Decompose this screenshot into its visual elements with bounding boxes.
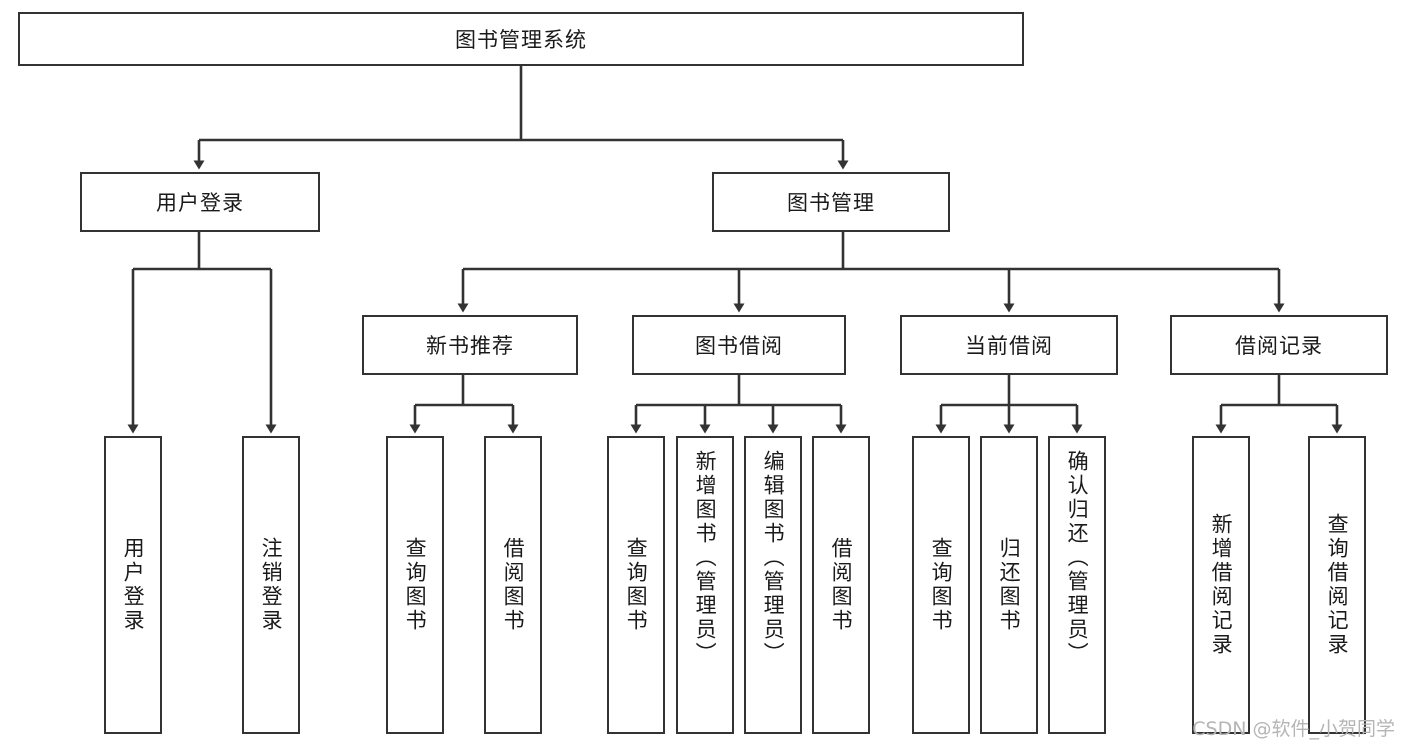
node-leaf-borrow-book-1[interactable]: 借阅图书 xyxy=(484,436,542,734)
node-leaf-borrow-book-2[interactable]: 借阅图书 xyxy=(812,436,870,734)
node-leaf-add-record-label: 新增借阅记录 xyxy=(1209,513,1234,657)
node-leaf-query-book-1[interactable]: 查询图书 xyxy=(386,436,444,734)
node-leaf-edit-book-label: 编辑图书（管理员） xyxy=(761,450,786,666)
node-leaf-query-record-label: 查询借阅记录 xyxy=(1325,513,1350,657)
node-leaf-return-book-label: 归还图书 xyxy=(997,537,1022,633)
node-leaf-logout-label: 注销登录 xyxy=(259,537,284,633)
node-leaf-add-book-label: 新增图书（管理员） xyxy=(693,450,718,666)
node-leaf-query-book-2[interactable]: 查询图书 xyxy=(607,436,665,734)
node-leaf-query-book-1-label: 查询图书 xyxy=(403,537,428,633)
watermark-text: CSDN @软件_小贺同学 xyxy=(1192,718,1395,740)
node-user-login-label: 用户登录 xyxy=(156,191,244,215)
node-book-borrow[interactable]: 图书借阅 xyxy=(632,315,846,375)
node-borrow-record[interactable]: 借阅记录 xyxy=(1170,315,1388,375)
node-leaf-edit-book[interactable]: 编辑图书（管理员） xyxy=(744,436,802,734)
node-current-borrow[interactable]: 当前借阅 xyxy=(900,315,1118,375)
node-book-borrow-label: 图书借阅 xyxy=(695,334,783,358)
node-book-manage-label: 图书管理 xyxy=(787,191,875,215)
node-leaf-user-login-label: 用户登录 xyxy=(121,537,146,633)
node-leaf-query-book-3[interactable]: 查询图书 xyxy=(912,436,970,734)
node-user-login[interactable]: 用户登录 xyxy=(80,172,320,232)
node-leaf-return-book[interactable]: 归还图书 xyxy=(980,436,1038,734)
node-leaf-query-book-3-label: 查询图书 xyxy=(929,537,954,633)
node-new-book-rec[interactable]: 新书推荐 xyxy=(362,315,578,375)
node-leaf-confirm-return[interactable]: 确认归还（管理员） xyxy=(1048,436,1106,734)
node-leaf-borrow-book-1-label: 借阅图书 xyxy=(501,537,526,633)
node-borrow-record-label: 借阅记录 xyxy=(1235,334,1323,358)
node-leaf-query-record[interactable]: 查询借阅记录 xyxy=(1308,436,1366,734)
node-leaf-confirm-return-label: 确认归还（管理员） xyxy=(1065,450,1090,666)
node-leaf-user-login[interactable]: 用户登录 xyxy=(104,436,162,734)
node-leaf-add-book[interactable]: 新增图书（管理员） xyxy=(676,436,734,734)
node-leaf-logout[interactable]: 注销登录 xyxy=(242,436,300,734)
node-current-borrow-label: 当前借阅 xyxy=(965,334,1053,358)
node-book-manage[interactable]: 图书管理 xyxy=(712,172,950,232)
node-root-label: 图书管理系统 xyxy=(455,28,587,52)
node-leaf-query-book-2-label: 查询图书 xyxy=(624,537,649,633)
node-new-book-rec-label: 新书推荐 xyxy=(426,334,514,358)
node-root[interactable]: 图书管理系统 xyxy=(18,12,1024,66)
node-leaf-borrow-book-2-label: 借阅图书 xyxy=(829,537,854,633)
node-leaf-add-record[interactable]: 新增借阅记录 xyxy=(1192,436,1250,734)
